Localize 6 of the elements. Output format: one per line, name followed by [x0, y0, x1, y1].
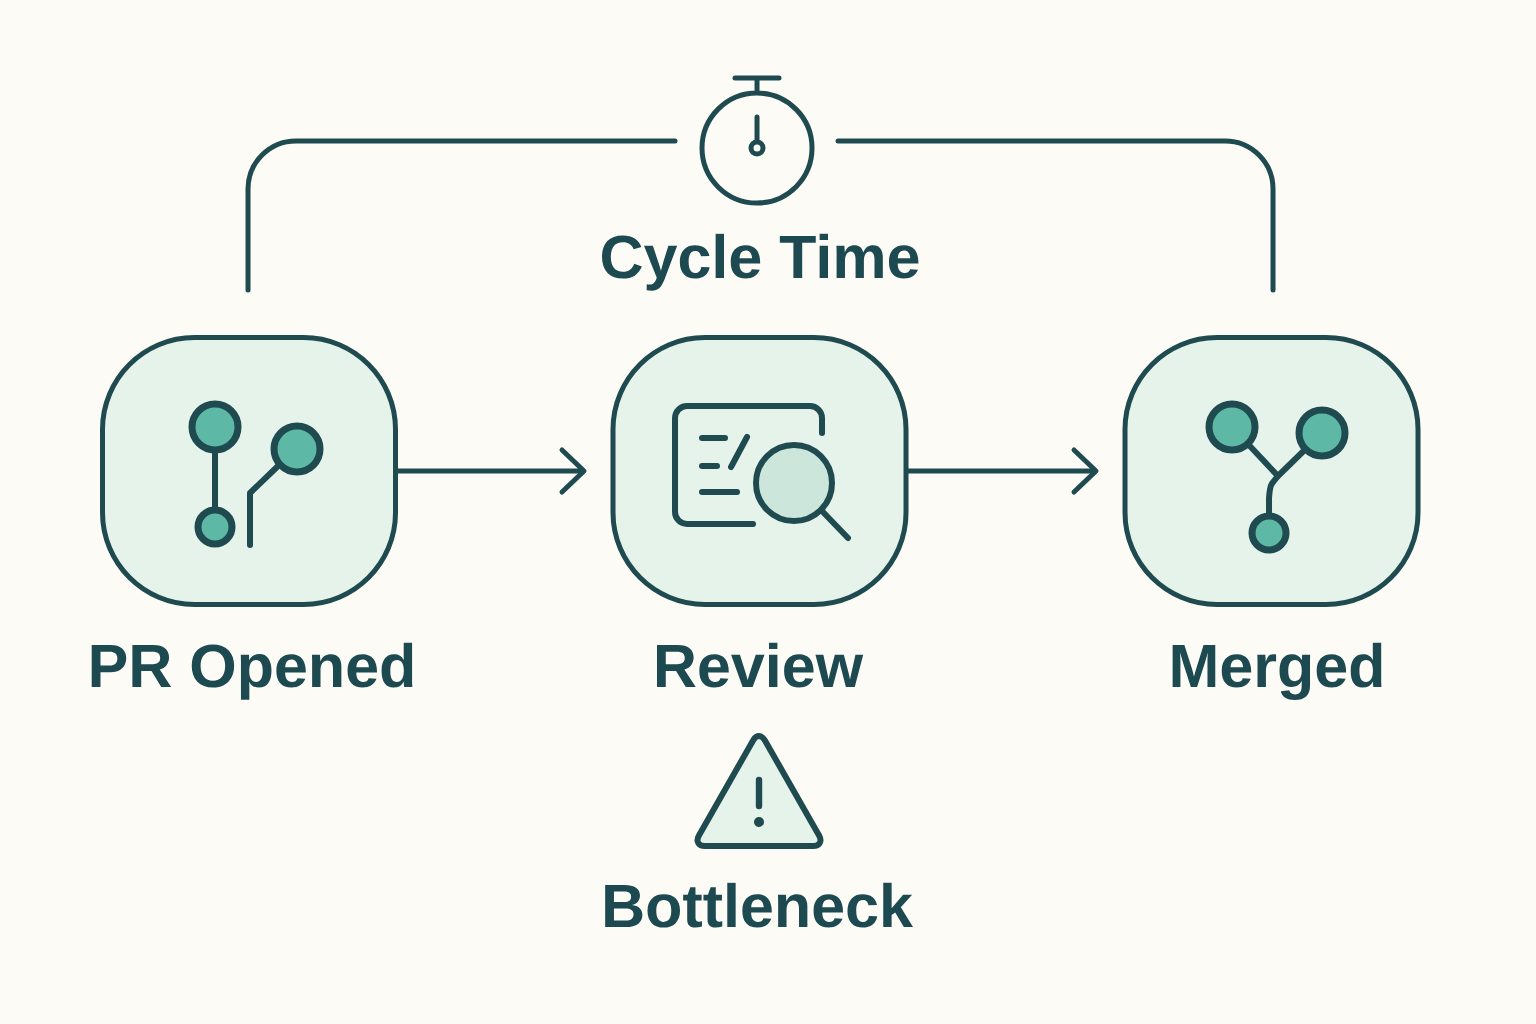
step-label: PR Opened	[91, 642, 413, 700]
step-label: Merged	[1172, 642, 1382, 700]
warning-label: Bottleneck	[605, 882, 913, 928]
arrow	[395, 447, 587, 495]
step-label: Review	[657, 642, 864, 688]
arrow	[906, 447, 1099, 495]
